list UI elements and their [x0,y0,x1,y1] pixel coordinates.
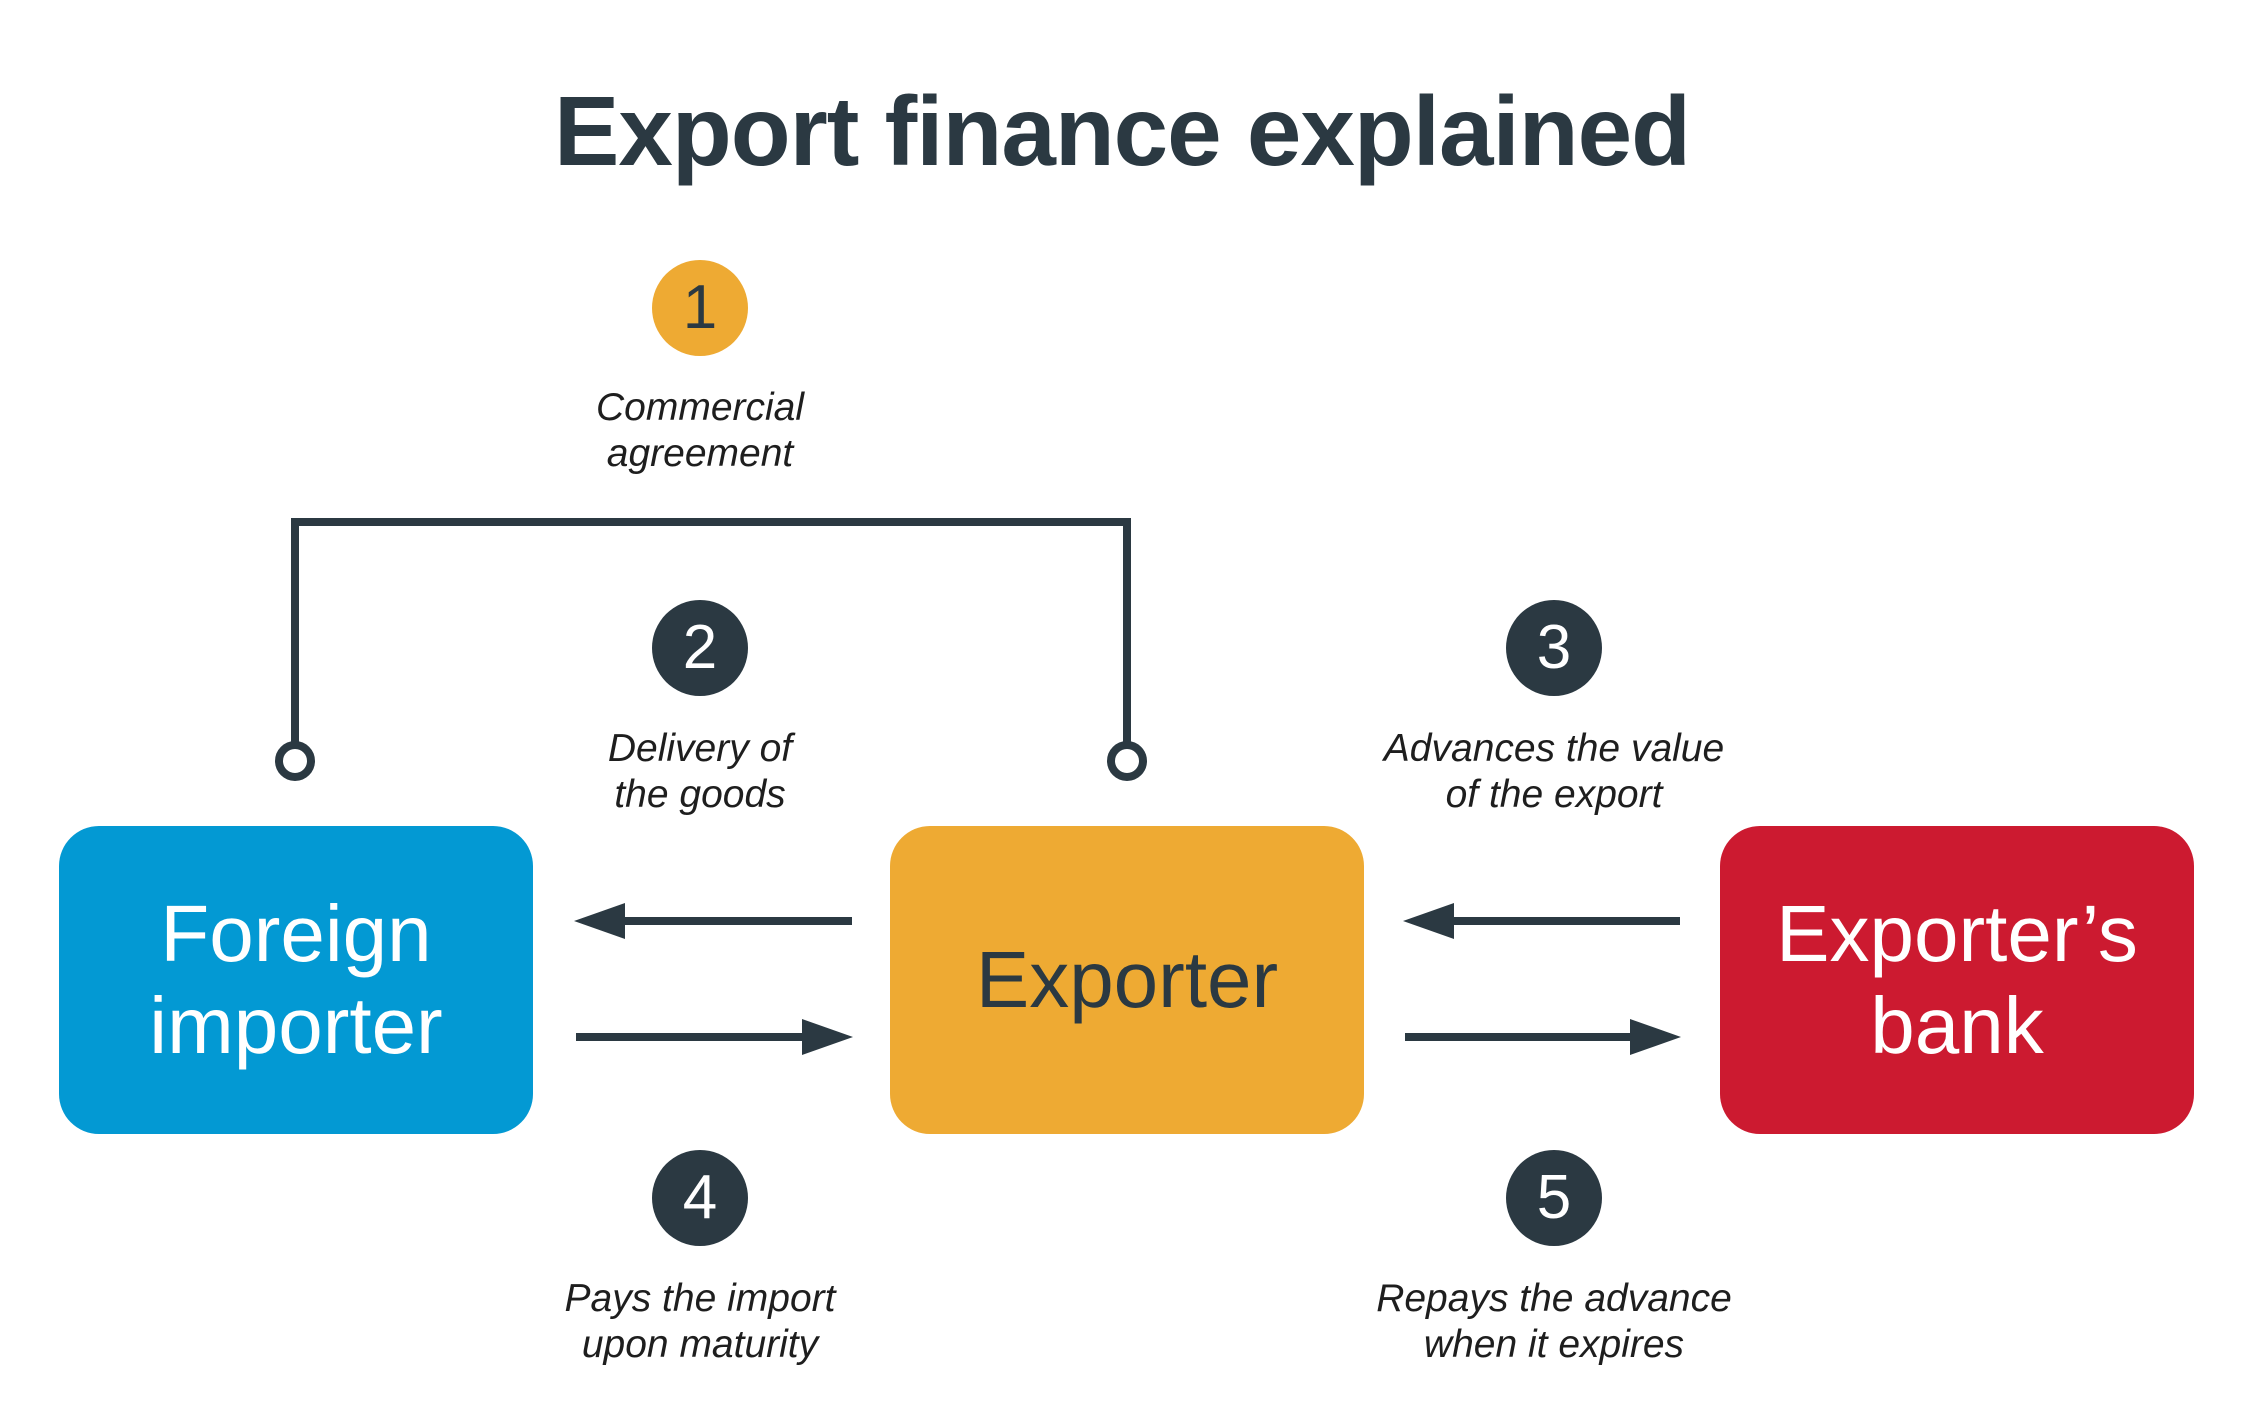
exporters-bank-label-line2: bank [1870,981,2044,1070]
step-3-caption: Advances the value of the export [1324,726,1784,818]
step-4-badge: 4 [652,1150,748,1246]
exporter-label: Exporter [975,935,1279,1024]
exporter-box: Exporter [890,826,1364,1134]
arrow-advance-head [1403,903,1454,939]
step-5-caption: Repays the advance when it expires [1324,1276,1784,1368]
step-4-caption-line1: Pays the import [564,1277,836,1320]
arrow-repay-head [1630,1019,1681,1055]
step-2-caption-line2: the goods [614,773,786,816]
step-5-caption-line1: Repays the advance [1376,1277,1732,1320]
step-1-badge: 1 [652,260,748,356]
step-5-badge: 5 [1506,1150,1602,1246]
agreement-bracket [291,518,1131,760]
step-2-caption: Delivery of the goods [470,726,930,818]
step-1-caption-line2: agreement [606,432,794,475]
step-3-badge: 3 [1506,600,1602,696]
step-4-caption: Pays the import upon maturity [470,1276,930,1368]
step-2-caption-line1: Delivery of [607,727,793,770]
agreement-endpoint-importer [275,741,315,781]
step-5-caption-line2: when it expires [1423,1323,1685,1366]
step-4-number: 4 [682,1163,718,1232]
step-3-caption-line2: of the export [1445,773,1663,816]
step-2-number: 2 [682,613,718,682]
step-4-caption-line2: upon maturity [581,1323,819,1366]
step-1-caption: Commercial agreement [470,385,930,477]
foreign-importer-box: Foreign importer [59,826,533,1134]
exporters-bank-label-line1: Exporter’s [1776,889,2138,978]
foreign-importer-label-line1: Foreign [160,889,432,978]
step-1-number: 1 [682,273,718,342]
step-3-number: 3 [1536,613,1572,682]
arrow-delivery-head [574,903,625,939]
exporters-bank-box: Exporter’s bank [1720,826,2194,1134]
agreement-endpoint-exporter [1107,741,1147,781]
diagram-title: Export finance explained [554,76,1691,186]
step-3-caption-line1: Advances the value [1383,727,1725,770]
foreign-importer-label-line2: importer [149,981,443,1070]
step-1-caption-line1: Commercial [595,386,805,429]
step-2-badge: 2 [652,600,748,696]
arrow-payment-head [802,1019,853,1055]
step-5-number: 5 [1536,1163,1572,1232]
